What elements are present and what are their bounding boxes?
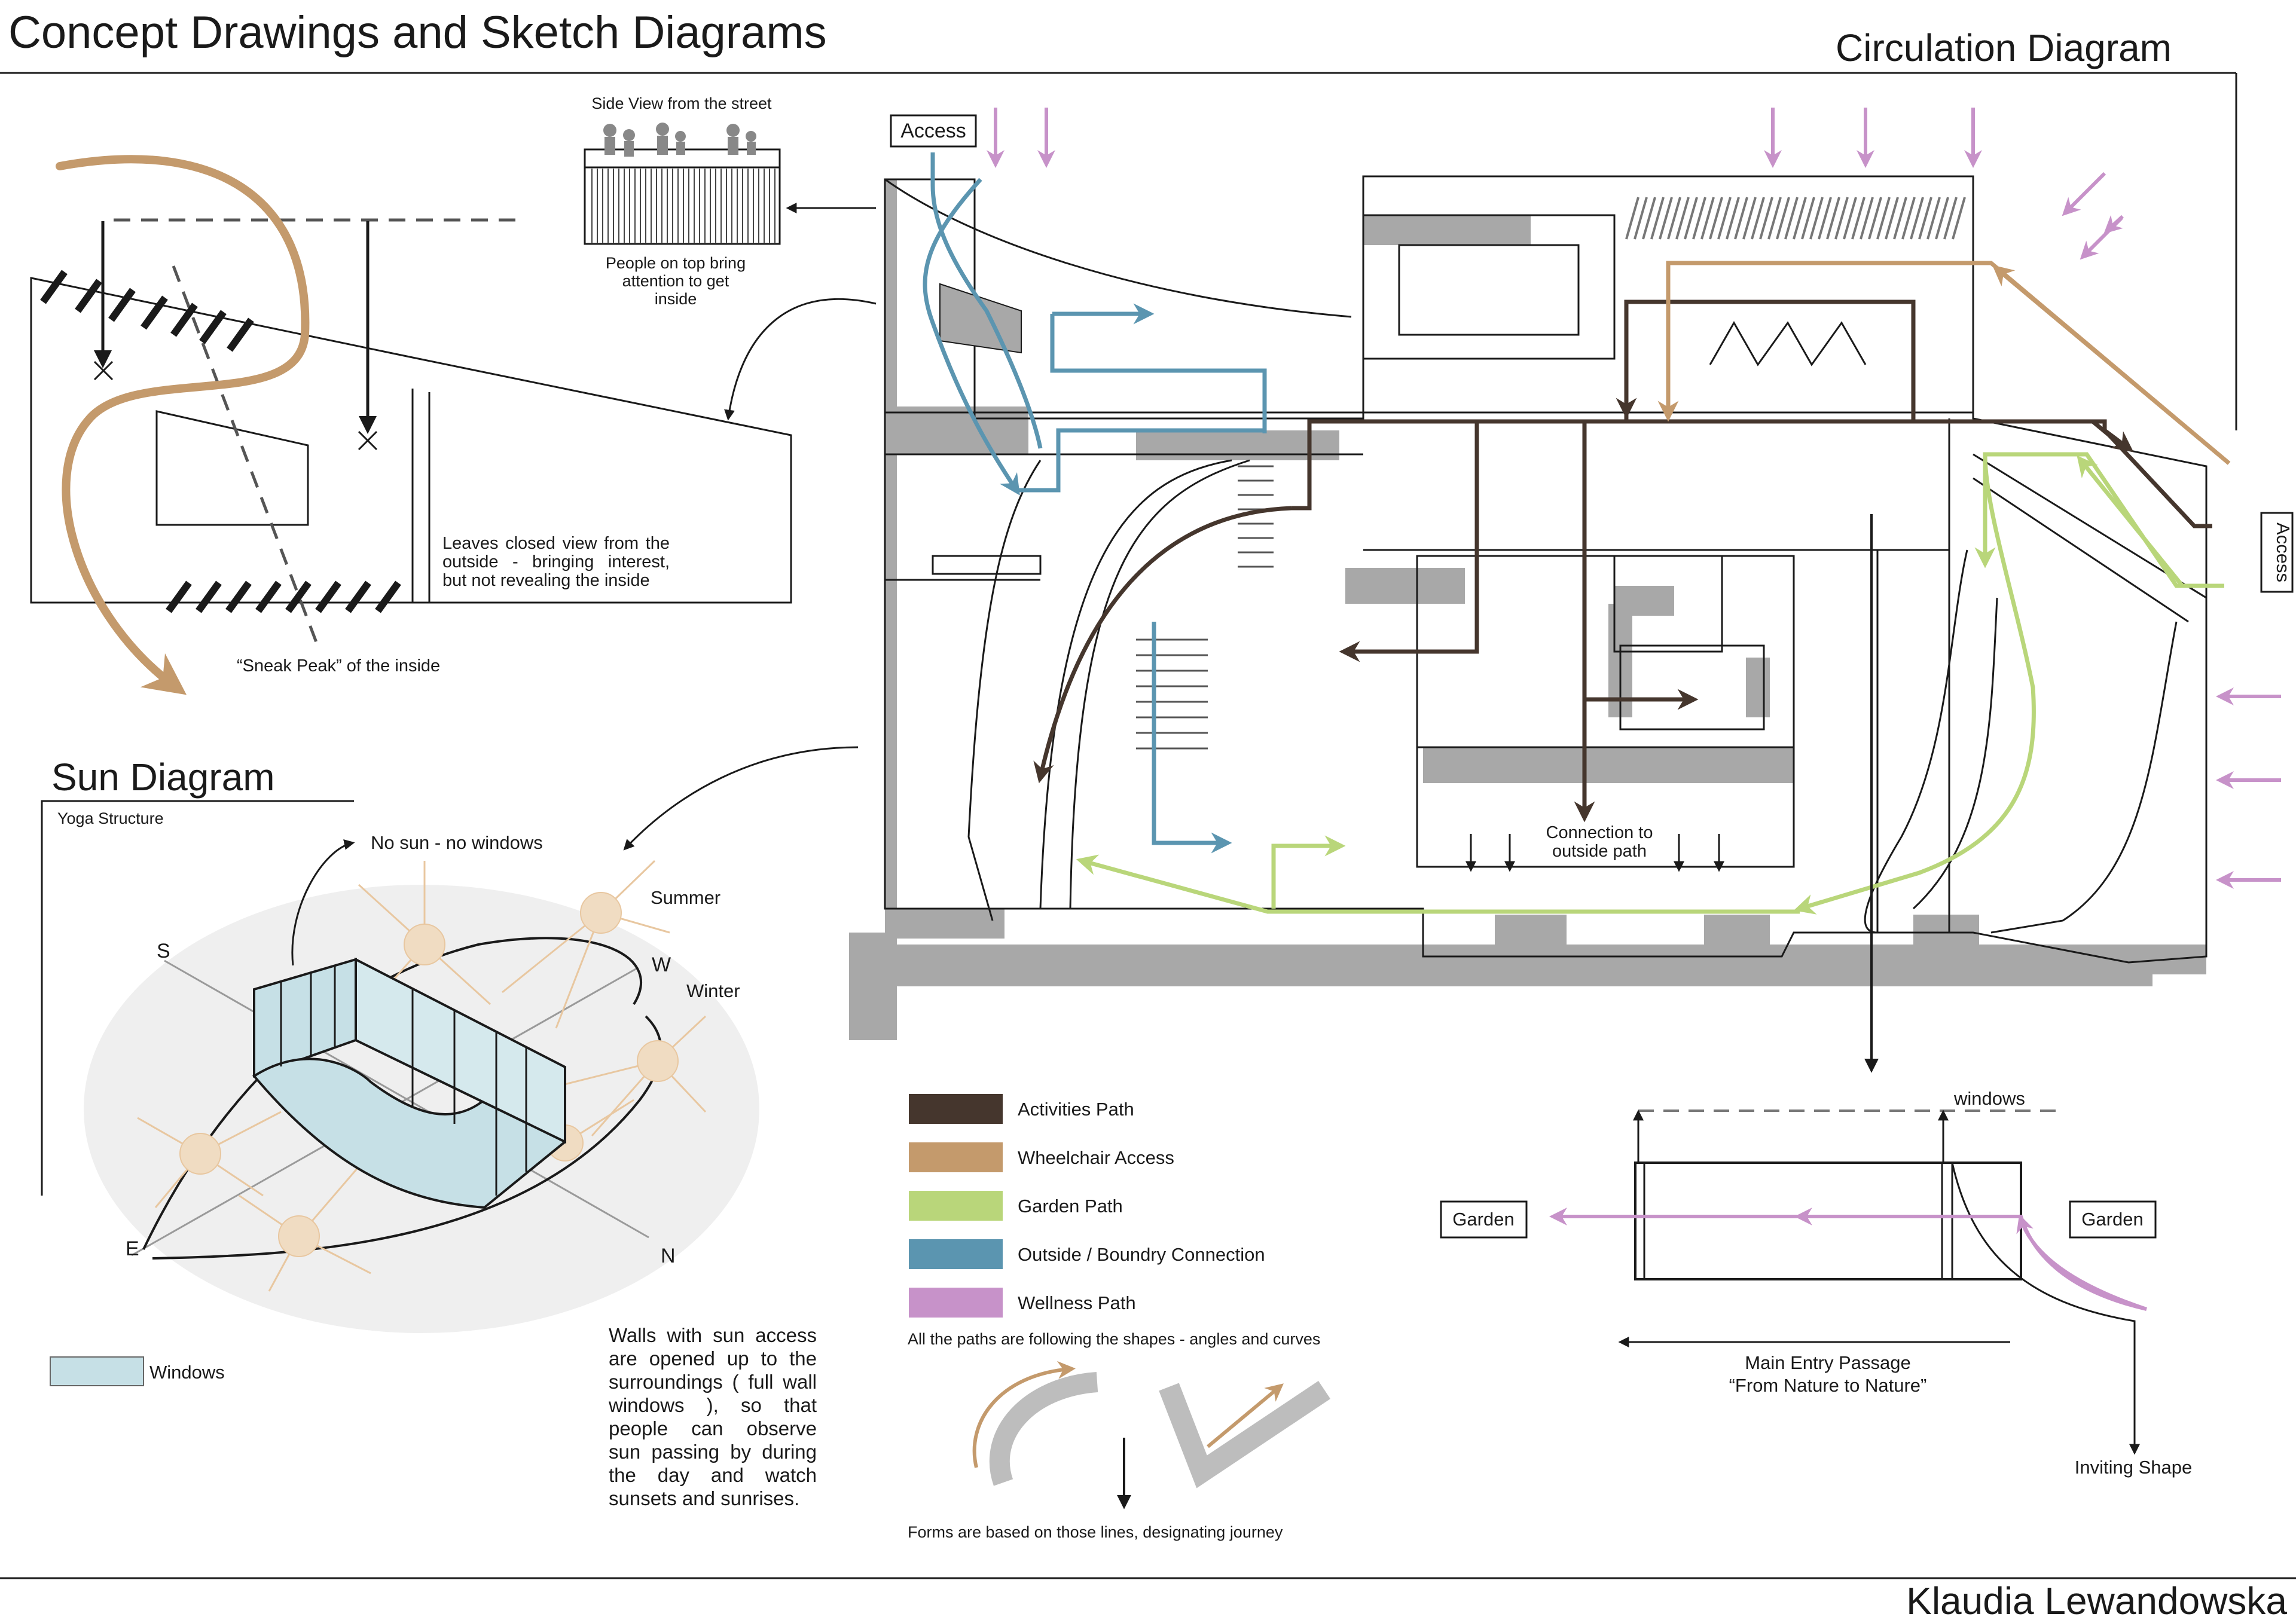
sun-paragraph: Walls with sun access are opened up to t… xyxy=(609,1324,817,1510)
legend-label: Activities Path xyxy=(1018,1099,1134,1120)
stair-lines xyxy=(1136,466,1274,748)
louvres-top xyxy=(43,272,251,350)
people-note: People on top bring attention to get ins… xyxy=(604,254,747,308)
sketch-block xyxy=(157,411,308,525)
entry-passage-diagram xyxy=(1441,1111,2155,1453)
passage-label-1: Main Entry Passage xyxy=(1745,1352,1910,1373)
leaves-note: Leaves closed view from the outside - br… xyxy=(442,534,670,590)
plan-hatch-top xyxy=(1626,197,1965,239)
side-view-label: Side View from the street xyxy=(591,94,772,112)
access-right-label: Access xyxy=(2273,522,2294,582)
legend-label: Garden Path xyxy=(1018,1196,1123,1217)
direction-e: E xyxy=(126,1237,139,1260)
sneak-peak-label: “Sneak Peak” of the inside xyxy=(237,656,440,676)
sun-diagram-subtitle: Yoga Structure xyxy=(57,809,164,827)
inviting-shape-label: Inviting Shape xyxy=(2075,1457,2192,1478)
legend-label: Wheelchair Access xyxy=(1018,1147,1174,1168)
windows-legend-label: Windows xyxy=(149,1362,225,1383)
sun-diagram-title: Sun Diagram xyxy=(51,756,275,799)
garden-left-label: Garden xyxy=(1452,1209,1514,1230)
passage-label-2: “From Nature to Nature” xyxy=(1729,1375,1927,1396)
legend-swatch xyxy=(909,1142,1003,1172)
winter-label: Winter xyxy=(686,980,740,1001)
direction-n: N xyxy=(661,1245,676,1267)
access-top-label: Access xyxy=(900,120,966,142)
author-name: Klaudia Lewandowska xyxy=(1906,1579,2287,1622)
entry-windows-label: windows xyxy=(1953,1088,2025,1109)
garden-right-label: Garden xyxy=(2081,1209,2143,1230)
direction-s: S xyxy=(157,940,170,962)
legend-swatch xyxy=(909,1191,1003,1221)
plan-zigzag xyxy=(1710,323,1866,365)
legend-swatch xyxy=(909,1239,1003,1269)
legend-swatch xyxy=(909,1288,1003,1318)
louvres-bottom xyxy=(169,583,398,611)
sketch-path-curve xyxy=(60,159,305,687)
shape-illustrations xyxy=(975,1369,1324,1506)
legend-swatch xyxy=(909,1094,1003,1124)
no-sun-label: No sun - no windows xyxy=(371,832,543,853)
shapes-note: All the paths are following the shapes -… xyxy=(908,1330,1320,1349)
sun-diagram xyxy=(84,843,759,1333)
activities-path xyxy=(1040,302,2212,816)
circulation-title: Circulation Diagram xyxy=(1836,26,2172,69)
connection-note: Connection to outside path xyxy=(1531,824,1668,861)
legend-label: Outside / Boundry Connection xyxy=(1018,1244,1265,1265)
direction-w: W xyxy=(652,953,671,976)
summer-label: Summer xyxy=(651,887,720,908)
outside-path xyxy=(925,152,1265,843)
page-title: Concept Drawings and Sketch Diagrams xyxy=(8,7,827,58)
forms-note: Forms are based on those lines, designat… xyxy=(908,1523,1283,1542)
street-side-view xyxy=(585,123,780,244)
windows-legend-swatch xyxy=(50,1357,144,1386)
people-silhouettes xyxy=(603,123,756,157)
legend-label: Wellness Path xyxy=(1018,1292,1136,1313)
concept-sketch xyxy=(31,159,876,687)
